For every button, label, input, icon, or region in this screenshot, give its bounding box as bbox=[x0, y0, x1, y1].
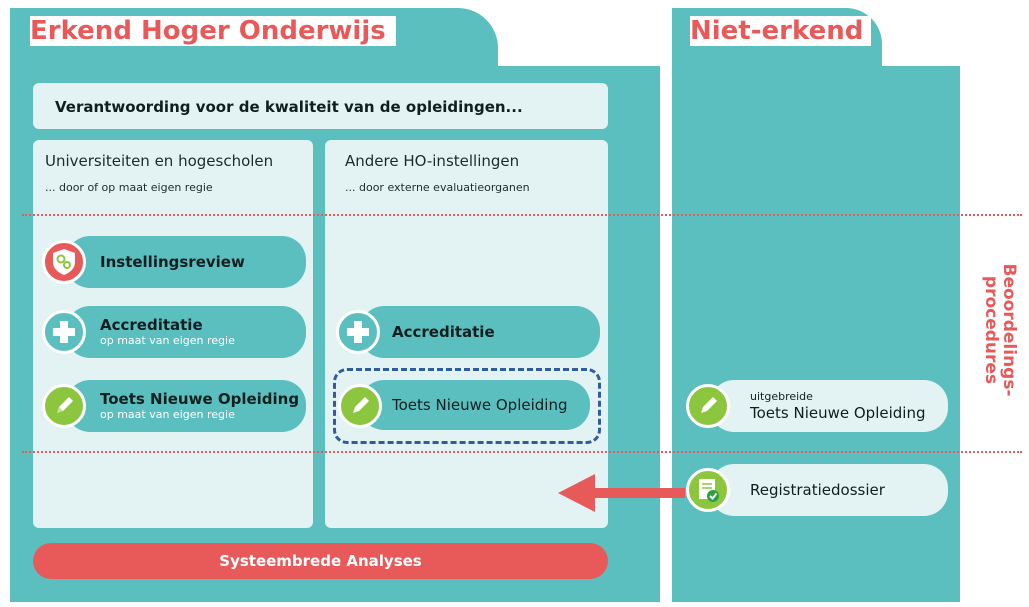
toets-col2-pill: Toets Nieuwe Opleiding bbox=[360, 380, 590, 430]
accreditatie-col2-pill: Accreditatie bbox=[360, 306, 600, 358]
col2-subtitle: ... door externe evaluatieorganen bbox=[345, 181, 530, 194]
toets-col1-pill: Toets Nieuwe Opleiding op maat van eigen… bbox=[66, 380, 306, 432]
right-panel-tab-curve bbox=[882, 8, 960, 66]
new-program-highlight-dashed bbox=[333, 368, 601, 444]
registratiedossier-pill: Registratiedossier bbox=[710, 464, 948, 516]
left-panel-title: Erkend Hoger Onderwijs bbox=[30, 16, 396, 46]
plus-cross-icon bbox=[336, 310, 380, 354]
accreditatie-col1-sub: op maat van eigen regie bbox=[100, 334, 235, 347]
instellingsreview-label: Instellingsreview bbox=[100, 253, 245, 271]
toets-col1-sub: op maat van eigen regie bbox=[100, 408, 235, 421]
col1-subtitle: ... door of op maat eigen regie bbox=[45, 181, 213, 194]
instellingsreview-pill: Instellingsreview bbox=[66, 236, 306, 288]
accreditatie-col2-label: Accreditatie bbox=[392, 323, 495, 341]
arrow-left-icon bbox=[558, 474, 685, 512]
shield-gears-icon bbox=[42, 240, 86, 284]
quality-header-text: Verantwoording voor de kwaliteit van de … bbox=[55, 98, 523, 116]
toets-col1-label: Toets Nieuwe Opleiding bbox=[100, 390, 300, 408]
document-check-icon bbox=[686, 468, 730, 512]
uitgebreide-toets-pill: uitgebreide Toets Nieuwe Opleiding bbox=[710, 380, 948, 432]
plus-cross-icon bbox=[42, 310, 86, 354]
systeembrede-analyses-bar: Systeembrede Analyses bbox=[33, 543, 608, 579]
beoordelingsprocedures-band bbox=[22, 214, 1022, 453]
toets-col2-label: Toets Nieuwe Opleiding bbox=[392, 396, 568, 414]
accreditatie-col1-label: Accreditatie bbox=[100, 316, 203, 334]
systeembrede-analyses-label: Systeembrede Analyses bbox=[219, 552, 422, 570]
col2-title: Andere HO-instellingen bbox=[345, 152, 520, 170]
col1-title: Universiteiten en hogescholen bbox=[45, 152, 274, 170]
uitgebreide-toets-label: Toets Nieuwe Opleiding bbox=[750, 404, 926, 422]
uitgebreide-label: uitgebreide bbox=[750, 390, 813, 403]
right-panel-title: Niet-erkend bbox=[690, 16, 872, 46]
pencil-icon bbox=[338, 384, 382, 428]
pencil-icon bbox=[686, 384, 730, 428]
pencil-icon bbox=[42, 384, 86, 428]
registratiedossier-label: Registratiedossier bbox=[750, 481, 885, 499]
quality-header-box bbox=[33, 83, 608, 129]
beoordelingsprocedures-label: Beoordelings- procedures bbox=[981, 263, 1019, 397]
accreditatie-col1-pill: Accreditatie op maat van eigen regie bbox=[66, 306, 306, 358]
left-panel-tab-curve bbox=[498, 8, 660, 66]
